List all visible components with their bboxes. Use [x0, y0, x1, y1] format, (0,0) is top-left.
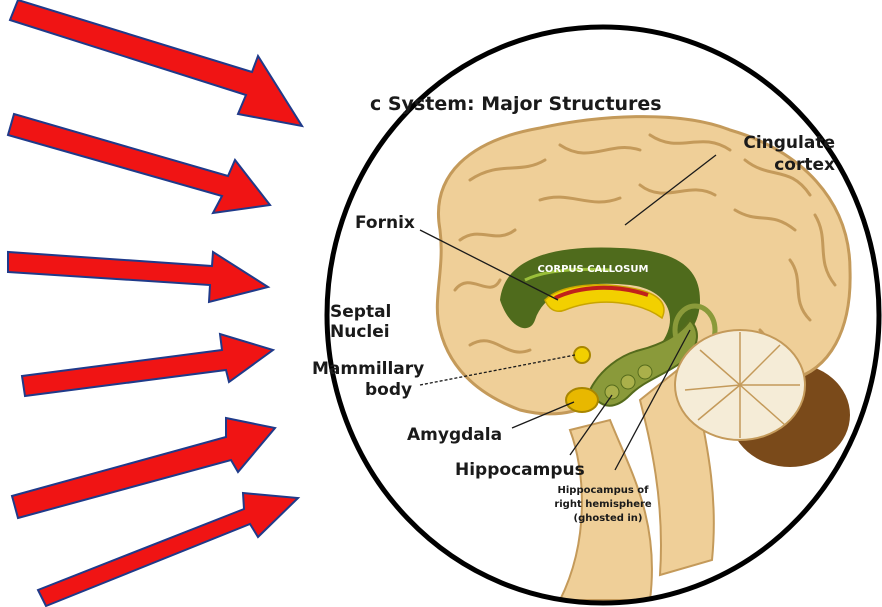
label-amygdala: Amygdala: [407, 425, 502, 445]
red-arrow-2: [8, 114, 270, 213]
red-arrow-6: [38, 493, 298, 606]
mammillary-shape: [574, 347, 590, 363]
label-septal-line1: Septal: [330, 302, 391, 322]
label-ghost-line3: (ghosted in): [574, 513, 643, 524]
diagram-title: c System: Major Structures: [370, 93, 662, 115]
label-hippocampus: Hippocampus: [455, 460, 585, 480]
arrow-group: [8, 0, 302, 606]
red-arrow-4: [22, 334, 273, 396]
red-arrow-5: [12, 418, 275, 518]
red-arrow-1: [10, 0, 302, 126]
label-mammillary-line2: body: [365, 380, 412, 400]
label-mammillary-line1: Mammillary: [312, 359, 424, 379]
amygdala-shape: [566, 388, 598, 412]
label-septal-line2: Nuclei: [330, 322, 390, 342]
label-ghost-line1: Hippocampus of: [557, 485, 649, 496]
label-cingulate-line1: Cingulate: [743, 133, 835, 153]
label-fornix: Fornix: [355, 213, 415, 233]
label-corpus-callosum: CORPUS CALLOSUM: [538, 264, 649, 275]
label-cingulate-line2: cortex: [774, 155, 835, 175]
red-arrow-3: [8, 252, 268, 302]
label-ghost-line2: right hemisphere: [554, 499, 652, 510]
